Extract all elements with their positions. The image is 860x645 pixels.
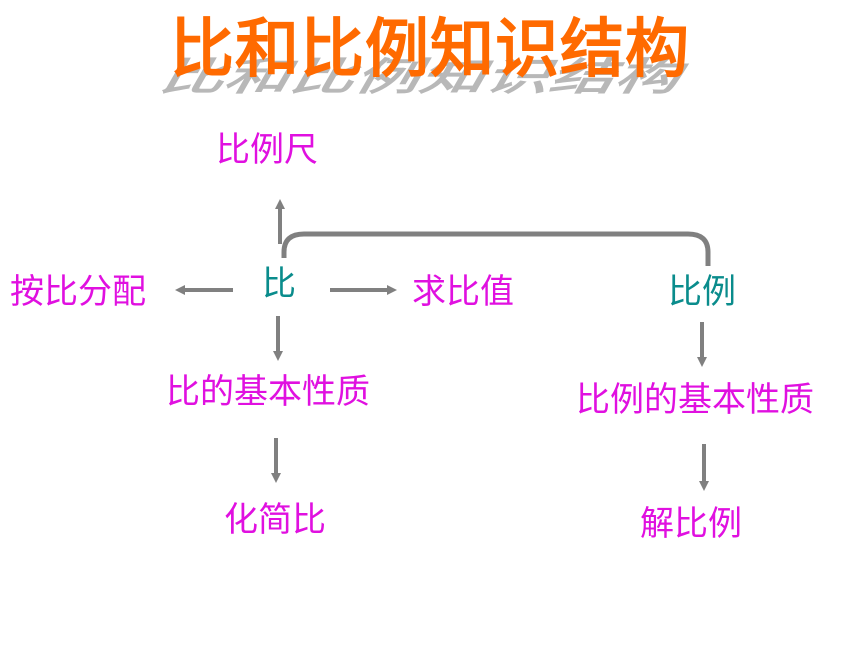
node-proportion: 比例 <box>668 272 736 312</box>
node-find-ratio-value: 求比值 <box>412 272 514 312</box>
node-simplify-ratio: 化简比 <box>224 500 326 540</box>
node-ratio-basic-property: 比的基本性质 <box>166 372 370 412</box>
node-scale: 比例尺 <box>216 130 318 170</box>
ratio-proportion-connector <box>281 231 711 266</box>
node-ratio: 比 <box>262 264 296 304</box>
title-text: 比和比例知识结构 <box>170 13 690 87</box>
node-proportion-basic-property: 比例的基本性质 <box>576 380 814 420</box>
node-solve-proportion: 解比例 <box>640 504 742 544</box>
node-proportional-distribution: 按比分配 <box>10 272 146 312</box>
